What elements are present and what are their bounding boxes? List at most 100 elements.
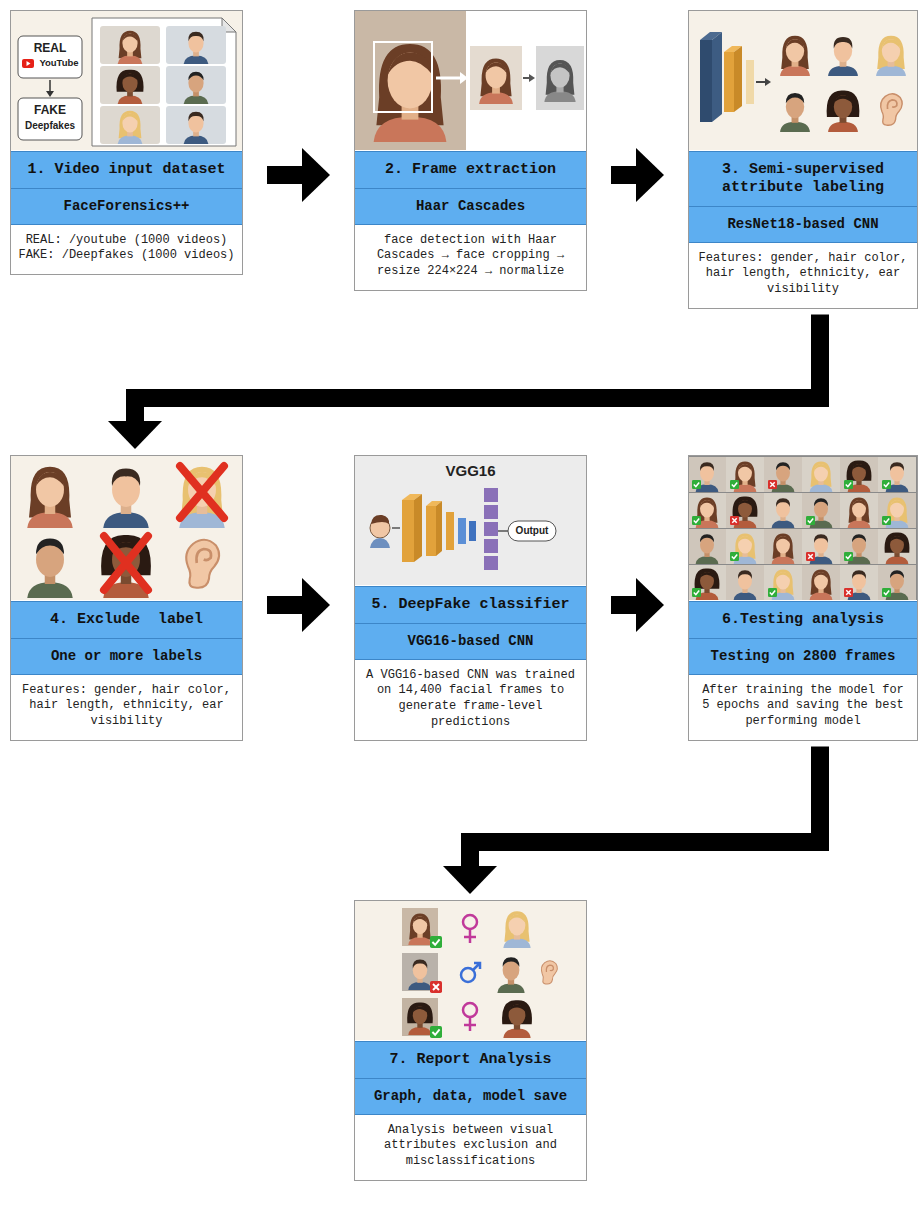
exclusion-illustration-part	[101, 535, 151, 598]
testing-grid-illustration-part	[878, 457, 916, 492]
dataset-illustration-part	[184, 72, 209, 104]
step-title: 4. Exclude label	[11, 601, 242, 638]
exclusion-illustration-part	[10, 455, 243, 600]
frame-extraction-illustration-part	[470, 46, 522, 110]
attribute-cnn-illustration-part	[746, 60, 754, 104]
attribute-cnn-illustration-part	[765, 78, 771, 86]
report-illustration-part	[408, 914, 431, 946]
report-illustration-part	[461, 968, 475, 982]
testing-grid-illustration-part	[882, 480, 891, 489]
flow-arrow	[267, 148, 330, 202]
vgg16-illustration-part	[469, 521, 476, 541]
vgg16-illustration-part	[498, 530, 508, 532]
step-subtitle: Haar Cascades	[355, 188, 586, 224]
report-illustration-part	[464, 929, 476, 943]
attribute-cnn-illustration-part	[700, 40, 712, 122]
report-illustration-part	[408, 959, 431, 990]
testing-grid-illustration-part	[726, 529, 764, 564]
frame-extraction-illustration-part	[529, 74, 535, 82]
step-subtitle: VGG16-based CNN	[355, 623, 586, 659]
attribute-cnn-illustration-part	[827, 91, 860, 132]
frame-extraction-illustration-part	[354, 10, 587, 150]
vgg16-illustration-part	[392, 527, 400, 529]
testing-grid-illustration-part	[840, 457, 878, 492]
frame-extraction-illustration-part	[479, 59, 513, 105]
arrow-shaft	[267, 166, 304, 184]
testing-grid-illustration-part	[878, 529, 916, 564]
testing-grid-illustration-part	[692, 480, 701, 489]
report-illustration-part	[407, 1003, 433, 1035]
vgg16-illustration-part	[484, 539, 498, 553]
report-illustration-part	[502, 1000, 532, 1038]
process-card: 7. Report AnalysisGraph, data, model sav…	[354, 900, 587, 1181]
attribute-cnn-illustration-part	[780, 36, 810, 76]
testing-grid-illustration-part	[696, 534, 719, 564]
vgg16-illustration-part	[436, 501, 442, 556]
process-card: 6.Testing analysisTesting on 2800 frames…	[688, 455, 918, 741]
process-card: 4. Exclude labelOne or more labelsFeatur…	[10, 455, 243, 741]
testing-grid-illustration-part	[882, 588, 891, 597]
vgg16-illustration-part	[508, 521, 556, 541]
report-illustration-part	[430, 981, 442, 993]
frame-extraction-illustration-part	[544, 60, 575, 102]
illustration-window	[355, 901, 586, 1041]
dataset-illustration-part	[18, 98, 82, 140]
step-description: After training the model for 5 epochs an…	[689, 674, 917, 740]
exclusion-illustration-part	[179, 467, 225, 528]
process-card: 3. Semi-supervised attribute labelingRes…	[688, 10, 918, 309]
vgg16-illustration-part	[484, 522, 498, 536]
dataset-illustration-part	[118, 31, 143, 64]
testing-grid-illustration-part	[730, 480, 739, 489]
frame-extraction-illustration	[354, 10, 587, 150]
arrow-shaft	[470, 747, 820, 868]
arrow-head	[108, 421, 162, 449]
step-description: REAL: /youtube (1000 videos) FAKE: /Deep…	[11, 224, 242, 274]
step-subtitle: Graph, data, model save	[355, 1078, 586, 1114]
frame-extraction-illustration-part	[460, 72, 468, 84]
frame-extraction-illustration-part	[374, 44, 447, 142]
testing-grid-illustration-part	[882, 516, 891, 525]
vgg16-illustration-part	[371, 515, 389, 524]
testing-grid-illustration-part	[810, 461, 833, 492]
vgg16-illustration-part	[414, 494, 422, 562]
exclusion-illustration-part	[27, 539, 73, 599]
testing-grid-illustration-part	[878, 493, 916, 528]
report-illustration-part	[541, 961, 557, 984]
step-title: 3. Semi-supervised attribute labeling	[689, 151, 917, 206]
report-illustration	[354, 900, 587, 1040]
attribute-cnn-illustration-part	[734, 46, 742, 112]
testing-grid-illustration	[688, 455, 918, 600]
illustration-label: VGG16	[354, 463, 587, 480]
testing-grid-illustration-part	[726, 457, 764, 492]
step-subtitle: Testing on 2800 frames	[689, 638, 917, 674]
illustration-label: YouTube	[36, 58, 82, 68]
flow-arrow	[443, 747, 820, 894]
vgg16-illustration-part	[370, 538, 390, 548]
testing-grid-illustration-part	[878, 565, 916, 600]
flow-arrow	[267, 578, 330, 632]
dataset-illustration-part	[118, 111, 143, 144]
vgg16-illustration-part	[484, 488, 498, 502]
testing-grid-illustration-part	[688, 457, 726, 492]
report-illustration-part	[354, 900, 587, 1040]
testing-grid-illustration-part	[806, 516, 815, 525]
testing-grid-illustration-part	[802, 529, 840, 564]
step-subtitle: FaceForensics++	[11, 188, 242, 224]
process-card: 2. Frame extractionHaar Cascadesface det…	[354, 10, 587, 291]
attribute-cnn-illustration-part	[724, 52, 734, 112]
illustration-window	[689, 456, 917, 601]
vgg16-illustration-part	[484, 505, 498, 519]
testing-grid-illustration-part	[840, 565, 878, 600]
dataset-illustration-part	[18, 36, 82, 78]
step-description: Analysis between visual attributes exclu…	[355, 1114, 586, 1180]
testing-grid-illustration-part	[688, 565, 726, 600]
vgg16-illustration-part	[354, 455, 587, 585]
dataset-illustration-part	[46, 91, 54, 97]
arrow-head	[302, 578, 330, 632]
dataset-illustration-part	[22, 59, 34, 68]
testing-grid-illustration-part	[844, 588, 853, 597]
attribute-cnn-illustration-part	[712, 32, 722, 122]
dataset-illustration-part	[184, 32, 209, 64]
testing-grid-illustration-part	[802, 565, 840, 600]
